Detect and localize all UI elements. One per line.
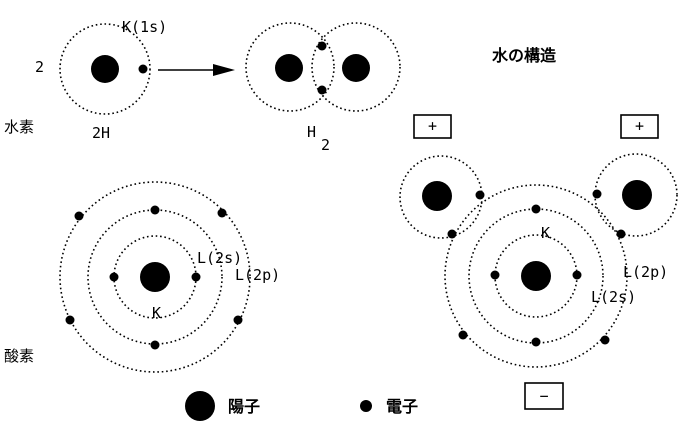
hydrogen-molecule bbox=[245, 22, 401, 112]
water-l2s-electron bbox=[531, 337, 541, 347]
h2-proton-left bbox=[275, 54, 303, 82]
water-l2p-label: L(2p) bbox=[623, 263, 668, 281]
charge-minus: − bbox=[539, 387, 548, 405]
oxygen-atom-label: 酸素 bbox=[4, 347, 34, 365]
hydrogen-atom bbox=[59, 23, 151, 115]
water-k-electron bbox=[572, 270, 582, 280]
reaction-arrow bbox=[158, 64, 235, 76]
legend-proton-label: 陽子 bbox=[228, 397, 260, 416]
charge-box-plus-right: + bbox=[620, 114, 659, 139]
water-hydrogen-proton-right bbox=[622, 180, 652, 210]
water-l2s-label: L(2s) bbox=[591, 288, 636, 306]
water-k-electron bbox=[490, 270, 500, 280]
oxygen-l2s-electron bbox=[150, 205, 160, 215]
charge-plus-right: + bbox=[635, 117, 644, 135]
legend-proton-symbol bbox=[185, 391, 215, 421]
water-outer-orbit bbox=[444, 184, 628, 368]
oxygen-l2p-electron bbox=[233, 315, 243, 325]
oxygen-l2s-electron bbox=[150, 340, 160, 350]
charge-plus-left: + bbox=[428, 117, 437, 135]
diagram-title: 水の構造 bbox=[492, 46, 557, 65]
h2-orbit-right bbox=[311, 22, 401, 112]
oxygen-l2p-orbit bbox=[59, 181, 251, 373]
water-bond-electron bbox=[447, 229, 457, 239]
water-bond-electron bbox=[592, 189, 602, 199]
water-molecule bbox=[399, 153, 678, 368]
legend-electron-label: 電子 bbox=[386, 397, 418, 416]
hydrogen-coefficient: 2 bbox=[35, 58, 44, 76]
hydrogen-reactant-label: 2H bbox=[92, 124, 110, 142]
water-middle-orbit bbox=[468, 208, 604, 344]
oxygen-k-electron bbox=[191, 272, 201, 282]
legend-electron-symbol bbox=[360, 400, 372, 412]
oxygen-atom bbox=[59, 181, 251, 373]
water-hydrogen-proton-left bbox=[422, 181, 452, 211]
legend: 陽子 電子 bbox=[185, 391, 418, 421]
oxygen-k-electron bbox=[109, 272, 119, 282]
water-l2p-electron bbox=[458, 330, 468, 340]
hydrogen-shell-label: K(1s) bbox=[122, 18, 167, 36]
hydrogen-electron bbox=[138, 64, 148, 74]
oxygen-l2s-orbit bbox=[87, 209, 223, 345]
h2-orbit-left bbox=[245, 22, 335, 112]
oxygen-l2p-label: L(2p) bbox=[235, 266, 280, 284]
hydrogen-k-orbit bbox=[59, 23, 151, 115]
water-bond-electron bbox=[475, 190, 485, 200]
h2-symbol: H bbox=[307, 123, 316, 141]
h2-subscript: 2 bbox=[321, 136, 330, 154]
h2-proton-right bbox=[342, 54, 370, 82]
water-l2p-electron bbox=[600, 335, 610, 345]
oxygen-l2p-electron bbox=[217, 208, 227, 218]
oxygen-k-label: K bbox=[152, 304, 161, 322]
oxygen-l2p-electron bbox=[74, 211, 84, 221]
h2-shared-electron-top bbox=[317, 41, 327, 51]
oxygen-l2s-label: L(2s) bbox=[197, 249, 242, 267]
charge-box-minus: − bbox=[524, 382, 564, 410]
h2-shared-electron-bottom bbox=[317, 85, 327, 95]
oxygen-nucleus bbox=[140, 262, 170, 292]
water-oxygen-nucleus bbox=[521, 261, 551, 291]
hydrogen-atom-label: 水素 bbox=[4, 118, 34, 136]
water-l2s-electron bbox=[531, 204, 541, 214]
hydrogen-proton bbox=[91, 55, 119, 83]
oxygen-l2p-electron bbox=[65, 315, 75, 325]
water-bond-electron bbox=[616, 229, 626, 239]
water-k-label: K bbox=[541, 224, 550, 242]
charge-box-plus-left: + bbox=[413, 114, 452, 139]
